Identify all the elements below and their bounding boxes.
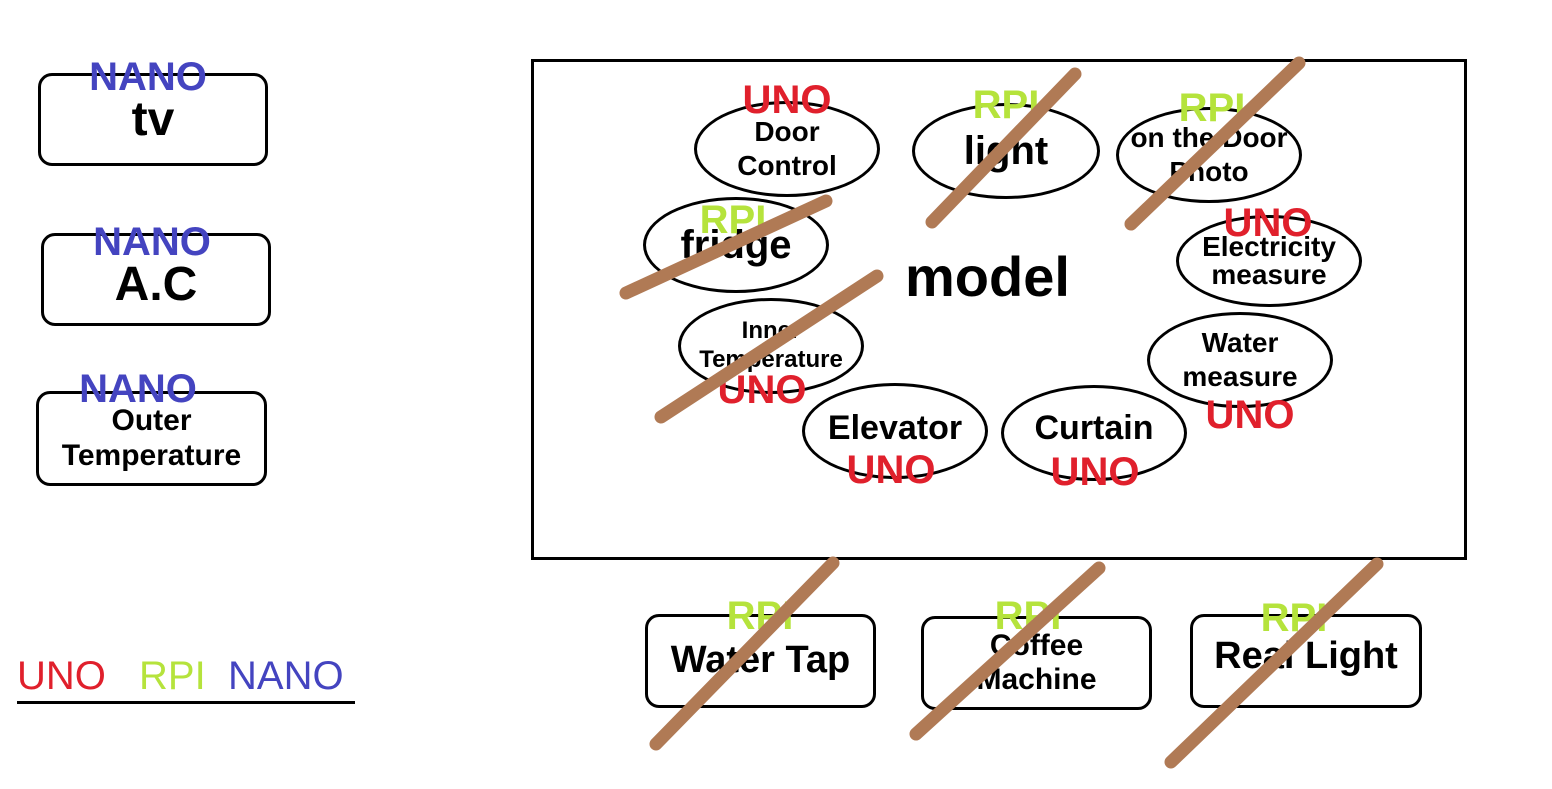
door-photo-strike-line (1124, 56, 1306, 231)
water-measure-ellipse: Water measure (1147, 312, 1333, 408)
tv-label: tv (131, 92, 175, 146)
water-measure-line1: Water (1201, 327, 1279, 359)
tv-box: tv (38, 73, 268, 166)
elevator-uno-tag: UNO (846, 448, 936, 492)
curtain-uno-tag: UNO (1050, 450, 1140, 494)
elevator-label: Elevator (827, 408, 963, 447)
curtain-label: Curtain (1034, 408, 1154, 447)
water-measure-line2: measure (1182, 361, 1298, 392)
real-light-strike-line (1164, 557, 1384, 769)
legend-rpi: RPI (139, 654, 206, 698)
inner-temperature-strike-line (654, 269, 884, 424)
fridge-strike-line (619, 194, 833, 300)
electricity-ellipse: Electricity measure (1176, 215, 1362, 307)
curtain-ellipse: Curtain (1001, 385, 1187, 481)
water-tap-box: Water Tap (645, 614, 876, 708)
tv-nano-tag: NANO (89, 55, 207, 99)
legend-uno: UNO (17, 654, 106, 698)
ac-box: A.C (41, 233, 271, 326)
model-title: model (905, 245, 1070, 308)
ac-label: A.C (114, 257, 198, 311)
coffee-machine-strike-line (909, 561, 1106, 741)
water-tap-strike-line (649, 556, 840, 751)
door-control-uno-tag: UNO (742, 78, 832, 122)
light-strike-line (925, 67, 1082, 229)
model-frame (531, 59, 1467, 560)
outer-temperature-box: Outer Temperature (36, 391, 267, 486)
water-measure-uno-tag: UNO (1205, 393, 1295, 437)
elevator-ellipse: Elevator (802, 383, 988, 479)
door-control-line2: Control (737, 150, 837, 181)
outer-temperature-line2: Temperature (61, 438, 242, 472)
legend-underline (17, 701, 355, 704)
real-light-label: Real Light (1214, 635, 1398, 678)
outer-temperature-nano-tag: NANO (79, 367, 197, 411)
outer-temperature-line1: Outer (111, 404, 192, 437)
door-control-line1: Door (754, 116, 820, 148)
ac-nano-tag: NANO (93, 220, 211, 264)
door-control-ellipse: Door Control (694, 101, 880, 197)
electricity-uno-tag: UNO (1223, 201, 1313, 245)
electricity-line2: measure (1211, 259, 1327, 290)
legend-nano: NANO (228, 654, 344, 698)
electricity-line1: Electricity (1202, 231, 1336, 262)
light-ellipse: light (912, 103, 1100, 199)
